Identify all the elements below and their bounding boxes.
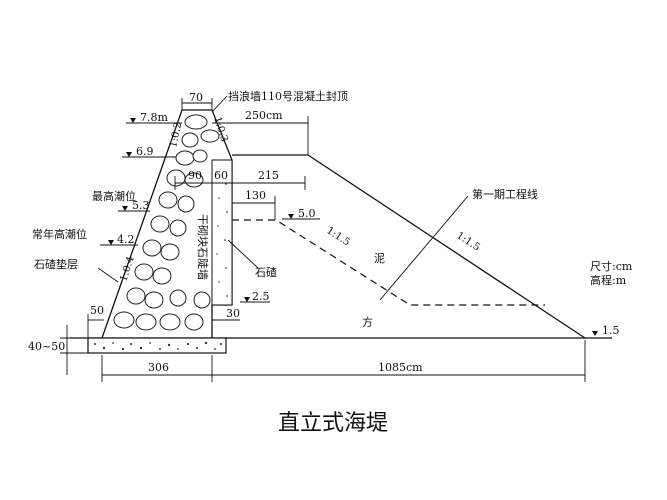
slope-right-label: 1:1.5 xyxy=(454,230,481,253)
gravel-bedding-layer xyxy=(87,337,227,354)
phase-line-label: 第一期工程线 xyxy=(472,187,538,201)
parapet-note: 挡浪墙110号混凝土封顶 xyxy=(228,89,348,103)
annual-high-tide-label: 常年高潮位 xyxy=(32,227,87,241)
dim-306-label: 306 xyxy=(148,361,169,374)
bedding-leader xyxy=(97,267,119,283)
dim-90-label: 90 xyxy=(188,169,202,182)
wall-vertical-label: 干砌块石陡墙 xyxy=(196,214,210,280)
unit-elev-label: 高程:m xyxy=(590,273,627,287)
bedding-dots xyxy=(94,341,222,351)
mud-label: 泥 xyxy=(374,252,385,265)
gravel-fill-strip xyxy=(211,159,233,306)
elevation-marker-lines xyxy=(100,122,320,303)
gravel-label: 石碴 xyxy=(255,265,277,279)
gravel-bedding-label: 石碴垫层 xyxy=(34,257,78,271)
gravel-leader xyxy=(227,239,259,269)
dim-30-label: 30 xyxy=(226,307,240,320)
front-slope-line xyxy=(101,109,183,339)
elev-69-label: 6.9 xyxy=(136,145,154,158)
elev-53-label: 5.3 xyxy=(132,199,150,212)
dimension-lines xyxy=(60,98,612,382)
phase-one-dashed-line xyxy=(232,219,545,306)
highest-tide-label: 最高潮位 xyxy=(92,189,136,203)
dim-215-label: 215 xyxy=(258,169,279,182)
rubble-stones xyxy=(113,114,220,331)
crest-line xyxy=(232,154,586,339)
crest-width-label: 250cm xyxy=(245,109,283,122)
dim-130-label: 130 xyxy=(245,189,266,202)
soil-label: 方 xyxy=(362,315,373,329)
unit-size-label: 尺寸:cm xyxy=(590,259,633,273)
elev-crest-label: 7.8m xyxy=(140,111,168,124)
elevation-markers xyxy=(108,118,598,336)
phase-line-leader xyxy=(379,195,469,301)
slope-mid-label: 1:1.5 xyxy=(324,225,351,248)
gravel-dots xyxy=(216,171,228,297)
figure-caption: 直立式海堤 xyxy=(278,411,388,436)
slope-top-left-label: 1:0.2 xyxy=(168,121,184,148)
elev-15-label: 1.5 xyxy=(602,324,620,337)
slope-front-label: 1:0.4 xyxy=(118,255,136,283)
elev-42-label: 4.2 xyxy=(117,233,135,246)
elev-25-label: 2.5 xyxy=(252,290,270,303)
dim-60-label: 60 xyxy=(214,169,228,182)
top-width-label: 70 xyxy=(189,91,203,104)
parapet-leader xyxy=(211,95,228,113)
dim-1085-label: 1085cm xyxy=(378,361,423,374)
dim-4050-label: 40~50 xyxy=(28,340,65,353)
dim-50-label: 50 xyxy=(90,304,104,317)
elev-50-label: 5.0 xyxy=(298,207,316,220)
